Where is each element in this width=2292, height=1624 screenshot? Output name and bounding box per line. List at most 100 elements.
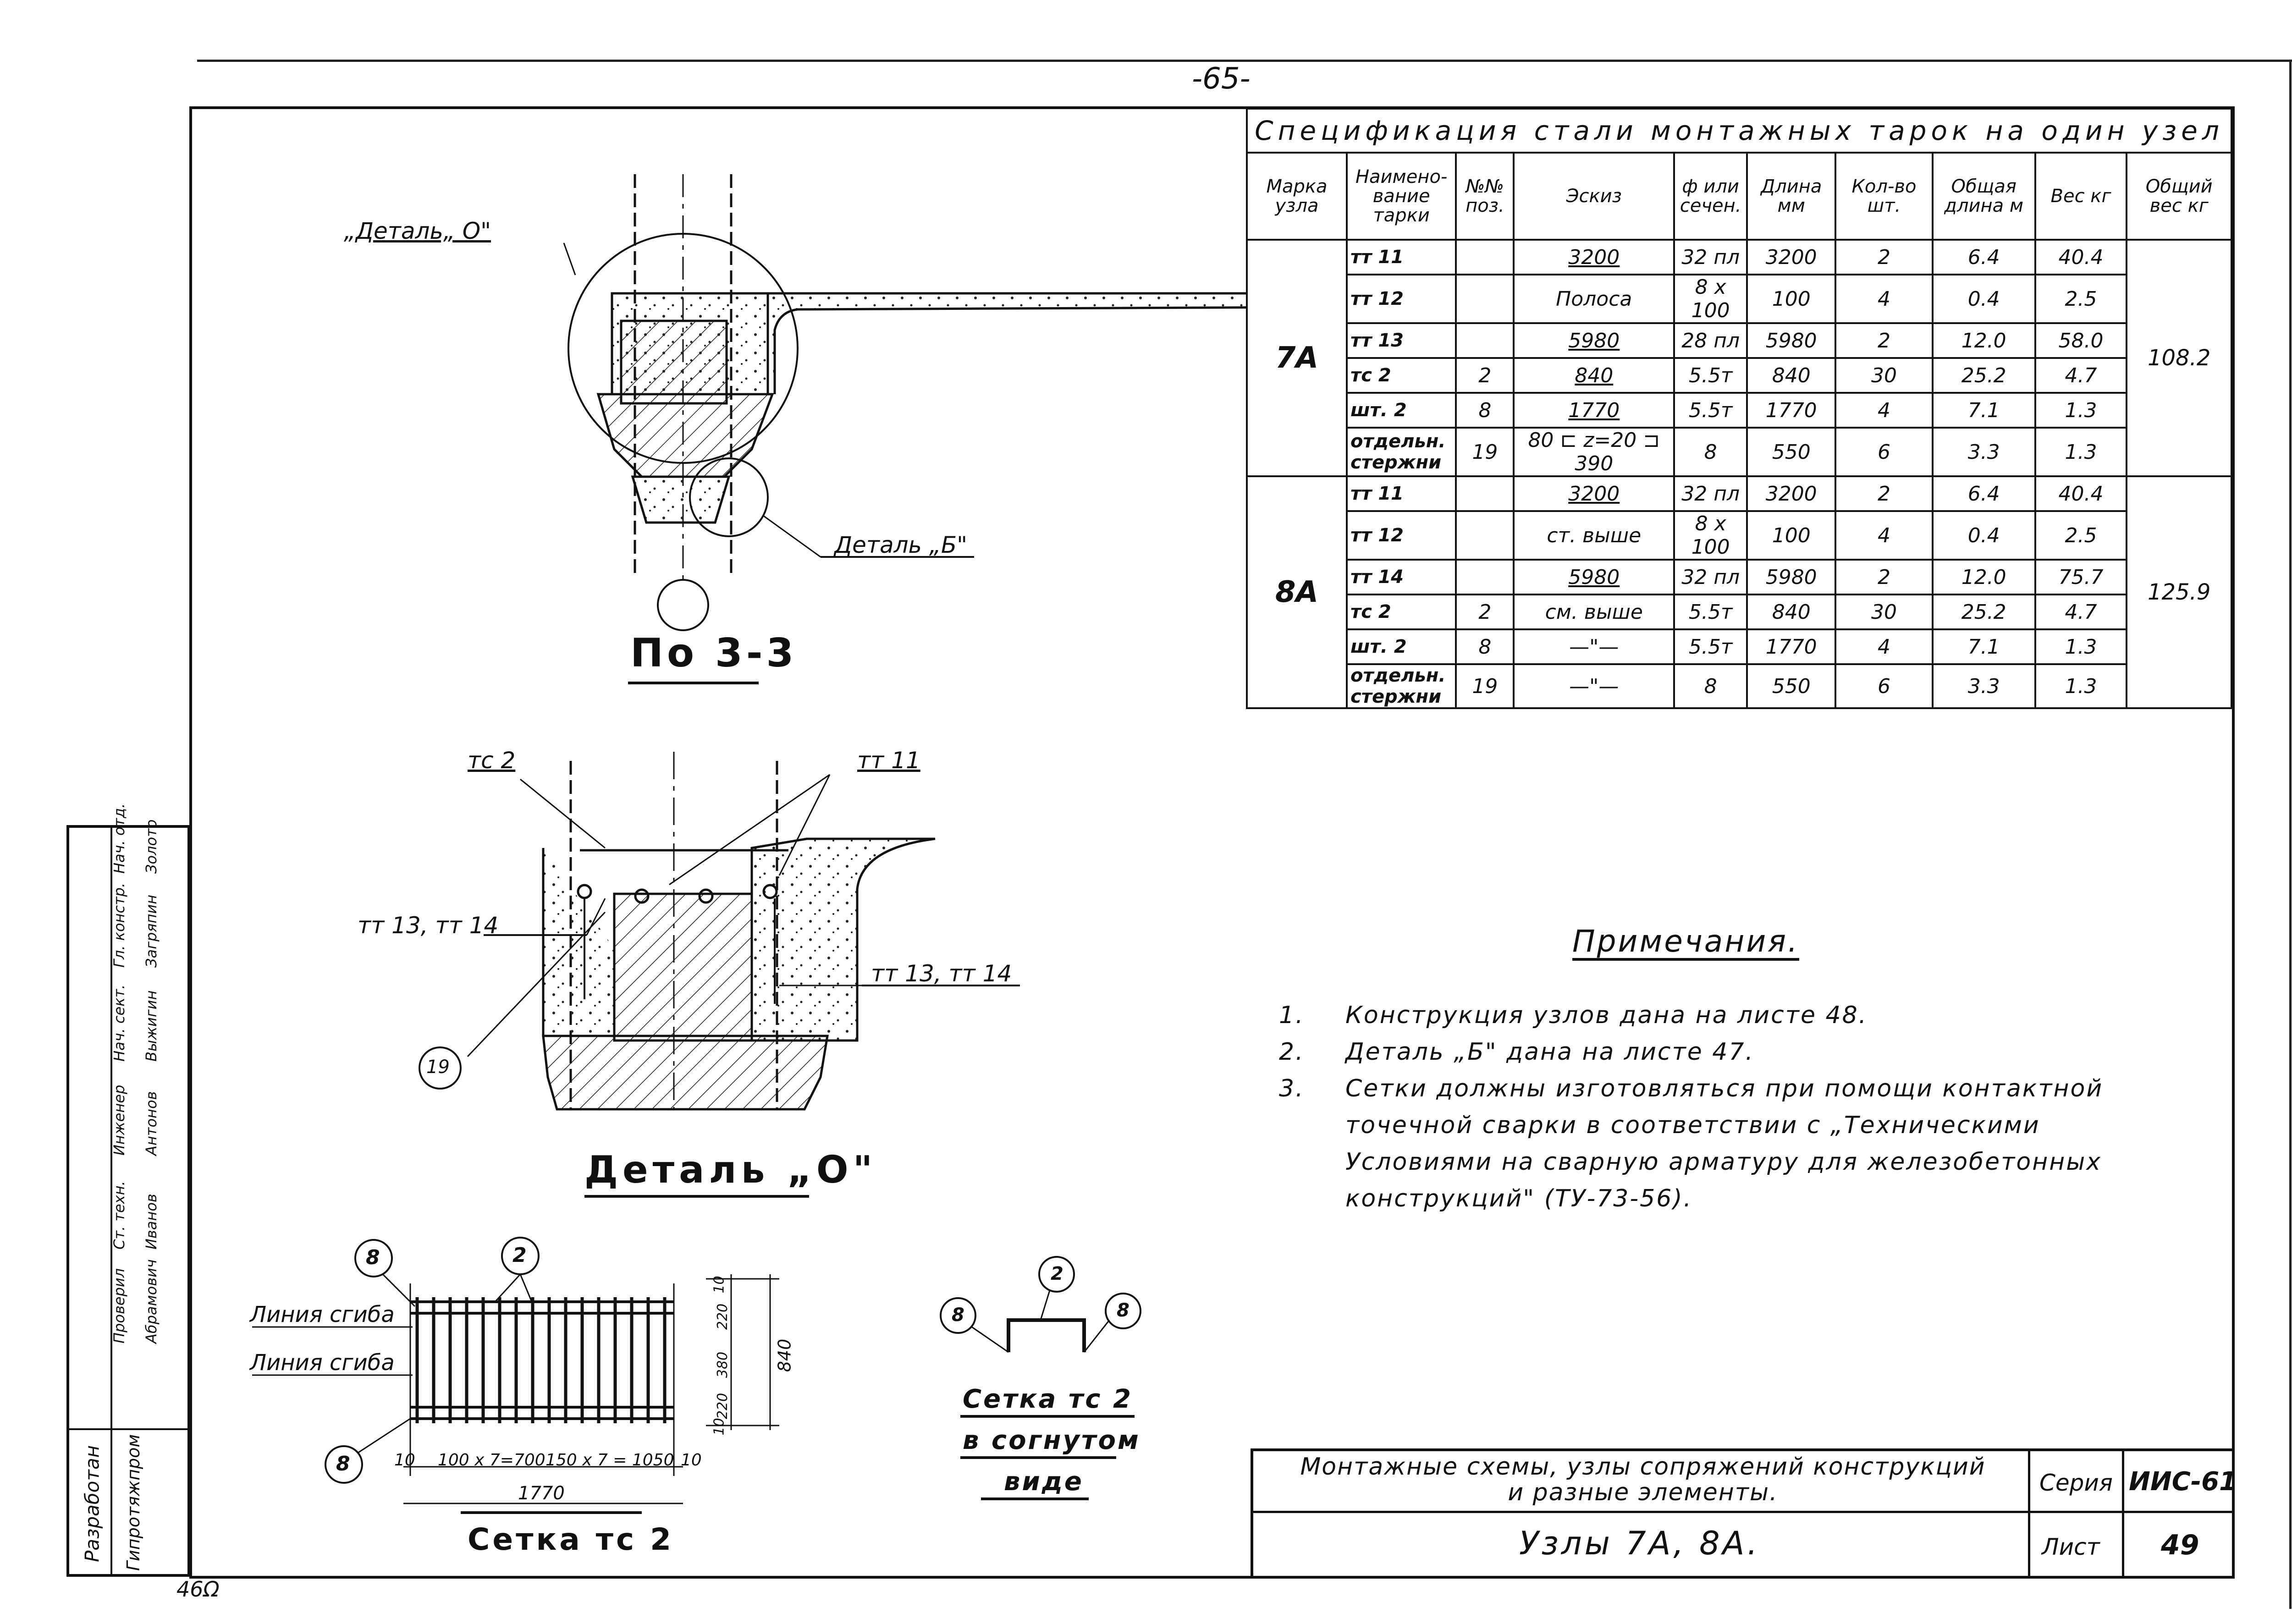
item-pos bbox=[1455, 510, 1515, 561]
item-length: 550 bbox=[1746, 663, 1837, 709]
bent-title-2: в согнутом bbox=[963, 1426, 1140, 1455]
node-total-weight: 125.9 bbox=[2126, 475, 2232, 709]
item-qty: 4 bbox=[1835, 628, 1934, 665]
dim-v-220-top: 220 bbox=[715, 1303, 731, 1330]
series-label: Серия bbox=[2039, 1470, 2113, 1496]
item-length: 100 bbox=[1746, 510, 1837, 561]
item-qty: 2 bbox=[1835, 559, 1934, 595]
item-length: 840 bbox=[1746, 594, 1837, 630]
item-weight: 1.3 bbox=[2034, 628, 2128, 665]
notes-heading: Примечания. bbox=[1572, 924, 1799, 959]
item-length: 840 bbox=[1746, 357, 1837, 394]
item-sketch: 80 ⊏ z=20 ⊐ 390 bbox=[1513, 427, 1675, 477]
item-sketch: 5980 bbox=[1513, 559, 1675, 595]
header-length: Длина мм bbox=[1746, 152, 1837, 241]
item-section: 32 пл bbox=[1673, 239, 1748, 275]
item-total-length: 12.0 bbox=[1931, 559, 2036, 595]
title-description: Монтажные схемы, узлы сопряжений констру… bbox=[1300, 1453, 1986, 1506]
item-name: тс 2 bbox=[1346, 357, 1457, 394]
note-item: 2.Деталь „Б" дана на листе 47. bbox=[1279, 1038, 1754, 1066]
dim-100x7: 100 х 7=700 bbox=[438, 1451, 545, 1470]
item-section: 5.5т bbox=[1673, 594, 1748, 630]
item-section: 8 х 100 bbox=[1673, 510, 1748, 561]
item-qty: 6 bbox=[1835, 427, 1934, 477]
drawings-svg bbox=[252, 174, 1247, 1514]
item-sketch: Полоса bbox=[1513, 274, 1675, 324]
header-pos: №№ поз. bbox=[1455, 152, 1515, 241]
item-weight: 4.7 bbox=[2034, 357, 2128, 394]
dim-left-10: 10 bbox=[394, 1451, 415, 1470]
mesh-pos8-bottom: 8 bbox=[336, 1452, 350, 1475]
item-total-length: 6.4 bbox=[1931, 239, 2036, 275]
label-tc2: тс 2 bbox=[468, 747, 516, 774]
item-name: отдельн. стержни bbox=[1346, 427, 1457, 477]
label-pos-19: 19 bbox=[426, 1057, 450, 1078]
item-sketch: ст. выше bbox=[1513, 510, 1675, 561]
item-qty: 4 bbox=[1835, 274, 1934, 324]
item-weight: 75.7 bbox=[2034, 559, 2128, 595]
sheet-label: Лист bbox=[2042, 1534, 2100, 1560]
item-weight: 4.7 bbox=[2034, 594, 2128, 630]
item-name: тт 11 bbox=[1346, 239, 1457, 275]
stamp-surname: Золото bbox=[143, 819, 160, 874]
item-pos bbox=[1455, 274, 1515, 324]
node-total-weight: 108.2 bbox=[2126, 239, 2232, 477]
item-weight: 1.3 bbox=[2034, 427, 2128, 477]
item-total-length: 6.4 bbox=[1931, 475, 2036, 512]
detail-o-drawing bbox=[419, 752, 1020, 1198]
item-length: 1770 bbox=[1746, 628, 1837, 665]
item-name: отдельн. стержни bbox=[1346, 663, 1457, 709]
stamp-position: Нач. сект. bbox=[110, 984, 128, 1062]
item-name: тт 11 bbox=[1346, 475, 1457, 512]
item-qty: 2 bbox=[1835, 322, 1934, 359]
item-total-length: 7.1 bbox=[1931, 392, 2036, 429]
item-pos bbox=[1455, 559, 1515, 595]
header-total-weight: Общий вес кг bbox=[2126, 152, 2232, 241]
stamp-org: Гипротяжпром bbox=[123, 1434, 143, 1571]
item-pos bbox=[1455, 239, 1515, 275]
section-3-3-title: По 3-3 bbox=[630, 630, 798, 676]
fold-line-2: Линия сгиба bbox=[250, 1350, 395, 1376]
header-section: ф или сечен. bbox=[1673, 152, 1748, 241]
item-qty: 30 bbox=[1835, 594, 1934, 630]
note-item: 1.Конструкция узлов дана на листе 48. bbox=[1279, 1002, 1868, 1029]
item-length: 550 bbox=[1746, 427, 1837, 477]
dim-v-total-840: 840 bbox=[774, 1338, 795, 1372]
sheet-value: 49 bbox=[2161, 1529, 2199, 1561]
dim-v-10-bottom: 10 bbox=[711, 1418, 727, 1436]
item-total-length: 0.4 bbox=[1931, 274, 2036, 324]
item-total-length: 12.0 bbox=[1931, 322, 2036, 359]
dim-150x7: 150 х 7 = 1050 bbox=[545, 1451, 674, 1470]
dim-v-380: 380 bbox=[715, 1351, 731, 1378]
item-total-length: 0.4 bbox=[1931, 510, 2036, 561]
stamp-position: Гл. констр. bbox=[110, 882, 128, 968]
item-total-length: 25.2 bbox=[1931, 594, 2036, 630]
dim-v-10-top: 10 bbox=[711, 1276, 727, 1294]
item-qty: 6 bbox=[1835, 663, 1934, 709]
item-sketch: 840 bbox=[1513, 357, 1675, 394]
section-3-3-drawing bbox=[563, 174, 1247, 684]
label-tt13-tt14-left: тт 13, тт 14 bbox=[358, 912, 499, 939]
item-name: тс 2 bbox=[1346, 594, 1457, 630]
item-section: 5.5т bbox=[1673, 628, 1748, 665]
sheet-name: Узлы 7А, 8А. bbox=[1519, 1525, 1760, 1562]
stamp-surname: Выжигин bbox=[143, 990, 160, 1062]
fold-line-1: Линия сгиба bbox=[250, 1302, 395, 1327]
item-qty: 4 bbox=[1835, 510, 1934, 561]
item-section: 32 пл bbox=[1673, 475, 1748, 512]
item-pos: 8 bbox=[1455, 628, 1515, 665]
item-length: 5980 bbox=[1746, 559, 1837, 595]
stamp-surname: Антонов bbox=[143, 1091, 160, 1156]
item-name: шт. 2 bbox=[1346, 392, 1457, 429]
item-qty: 30 bbox=[1835, 357, 1934, 394]
bent-pos8-right: 8 bbox=[1117, 1300, 1129, 1321]
